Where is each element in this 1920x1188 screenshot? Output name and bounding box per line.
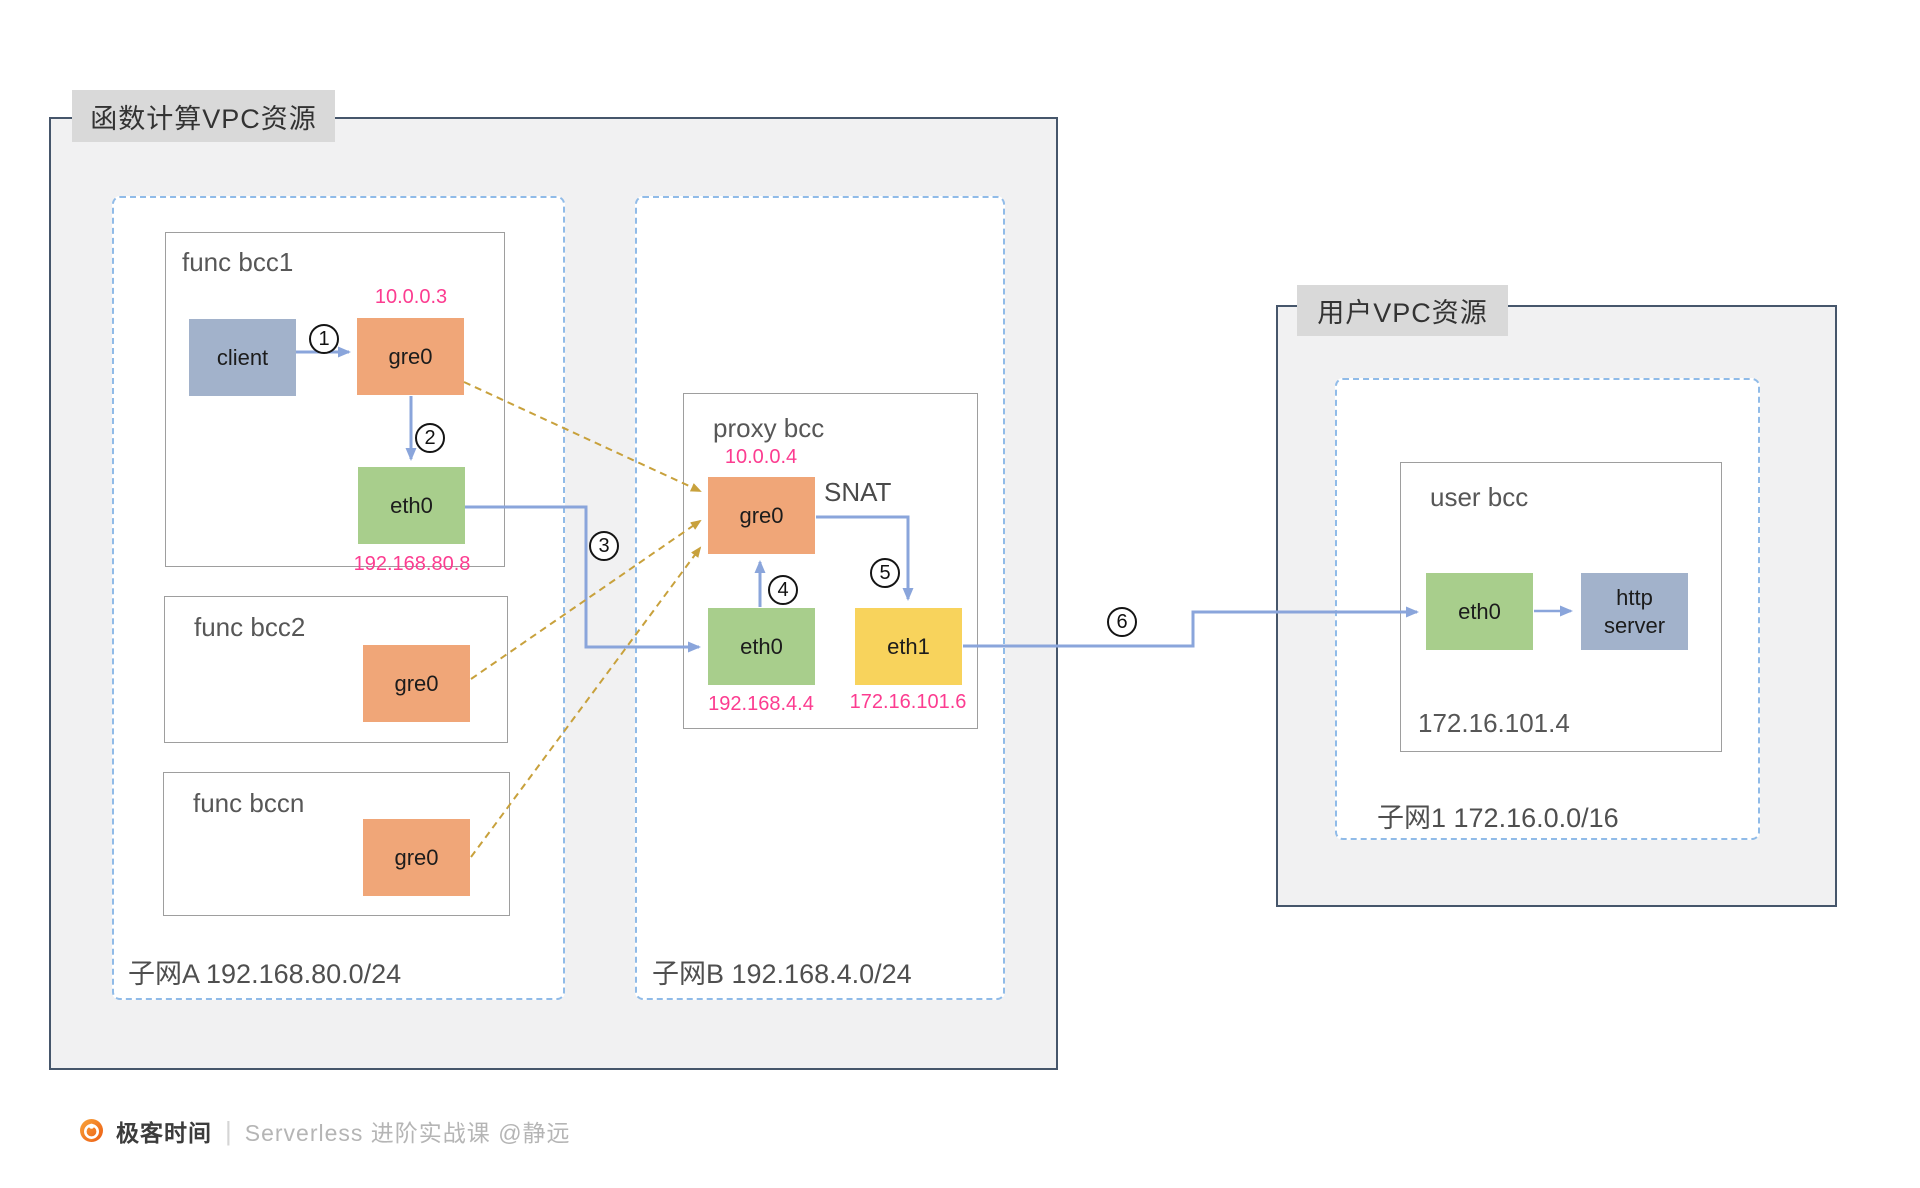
footer-divider: | <box>225 1115 232 1146</box>
eth0-node-proxy: eth0 <box>708 608 815 685</box>
user-vpc-title: 用户VPC资源 <box>1297 285 1508 336</box>
ip-label-gre0-proxy: 10.0.0.4 <box>724 446 798 468</box>
footer: 极客时间 | Serverless 进阶实战课 @静远 <box>78 1114 571 1148</box>
eth1-node-proxy: eth1 <box>855 608 962 685</box>
gre0-node-bcc2: gre0 <box>363 645 470 722</box>
step-1-badge: 1 <box>309 324 339 354</box>
func-vpc-title: 函数计算VPC资源 <box>72 90 335 142</box>
gre0-node-proxy: gre0 <box>708 477 815 554</box>
user-bcc-ip-label: 172.16.101.4 <box>1418 708 1570 738</box>
subnet-a-label: 子网A 192.168.80.0/24 <box>128 959 402 989</box>
gre0-node-bccn: gre0 <box>363 819 470 896</box>
user-bcc-title: user bcc <box>1430 482 1529 512</box>
geektime-logo-icon <box>80 1118 103 1142</box>
step-3-badge: 3 <box>589 531 619 561</box>
step-2-badge: 2 <box>415 423 445 453</box>
snat-label: SNAT <box>824 477 892 507</box>
ip-label-eth1-proxy: 172.16.101.6 <box>849 691 967 713</box>
step-6-badge: 6 <box>1107 607 1137 637</box>
ip-label-gre0-bcc1: 10.0.0.3 <box>374 286 448 308</box>
step-5-badge: 5 <box>870 558 900 588</box>
client-node: client <box>189 319 296 396</box>
ip-label-eth0-bcc1: 192.168.80.8 <box>353 553 471 575</box>
footer-brand: 极客时间 <box>116 1120 212 1146</box>
func-bcc1-title: func bcc1 <box>182 247 294 277</box>
subnet-1-label: 子网1 172.16.0.0/16 <box>1377 803 1619 833</box>
eth0-node-user: eth0 <box>1426 573 1533 650</box>
func-bccn-title: func bccn <box>193 788 305 818</box>
footer-course-credit: Serverless 进阶实战课 @静远 <box>244 1120 571 1146</box>
ip-label-eth0-proxy: 192.168.4.4 <box>708 693 814 715</box>
func-bcc2-title: func bcc2 <box>194 612 306 642</box>
step-4-badge: 4 <box>768 575 798 605</box>
proxy-bcc-title: proxy bcc <box>713 413 825 443</box>
subnet-b-label: 子网B 192.168.4.0/24 <box>652 959 912 989</box>
gre0-node-bcc1: gre0 <box>357 318 464 395</box>
http-server-node: http server <box>1581 573 1688 650</box>
eth0-node-bcc1: eth0 <box>358 467 465 544</box>
